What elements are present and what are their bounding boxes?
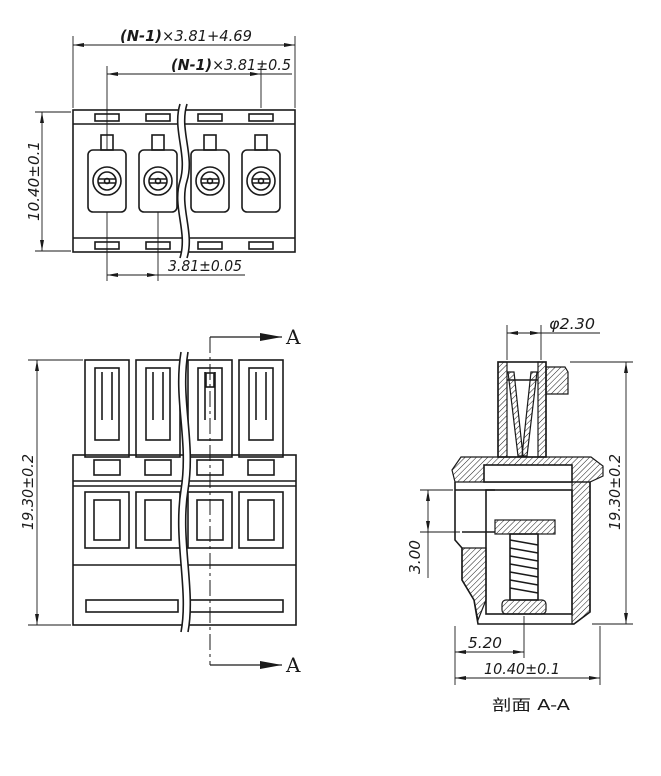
terminal-pin-2 — [138, 134, 178, 213]
lower-left-wall — [461, 547, 487, 623]
dim-factor: (N-1) — [120, 27, 162, 45]
terminal-pin-4 — [241, 134, 281, 213]
dim-text-wire-entry: 3.00 — [406, 540, 424, 574]
bottom-slot — [197, 241, 223, 250]
dim-text-depth: 10.40±0.1 — [484, 660, 560, 678]
break-line-left — [176, 103, 184, 259]
section-marker-top: A — [285, 325, 301, 349]
bottom-slot — [248, 241, 274, 250]
dim-text-pitch: 3.81±0.05 — [168, 257, 242, 275]
section-view: φ2.30 19.30±0.2 3.00 5.20 10.40±0.1 剖面 A… — [406, 315, 633, 714]
top-slot — [248, 113, 274, 122]
contact-spring-left — [507, 371, 524, 457]
bottom-rail-right — [189, 599, 284, 613]
dim-text-overall-length: (N-1)×3.81+4.69 — [120, 27, 252, 45]
front-view: A A 19.30±0.2 — [19, 325, 301, 677]
break-line-left — [177, 351, 185, 633]
dim-text-pin-span: (N-1)×3.81±0.5 — [171, 56, 291, 74]
plug-2 — [135, 359, 181, 549]
screw-head — [501, 599, 547, 615]
thread-line — [509, 571, 539, 578]
bottom-rail-left — [85, 599, 179, 613]
thread-line — [509, 539, 539, 546]
thread-line — [509, 547, 539, 554]
cap-cavity — [483, 464, 573, 483]
dim-formula: ×3.81+4.69 — [162, 27, 252, 45]
dim-text-height: 19.30±0.2 — [19, 454, 37, 530]
dim-formula: ×3.81±0.5 — [212, 56, 291, 74]
section-marker-bottom: A — [285, 653, 301, 677]
thread-line — [509, 579, 539, 586]
plug-4 — [238, 359, 284, 549]
plug-1 — [84, 359, 130, 549]
dim-text-height: 10.40±0.1 — [25, 141, 43, 221]
plug-wall-left — [497, 361, 508, 458]
terminal-pin-3 — [190, 134, 230, 213]
section-caption: 剖面 A-A — [492, 696, 571, 714]
screw-threads — [509, 539, 539, 594]
top-slot — [197, 113, 223, 122]
dim-text-height: 19.30±0.2 — [606, 454, 624, 530]
top-slot — [145, 113, 171, 122]
break-line-right — [183, 103, 191, 259]
dim-text-contact-diameter: φ2.30 — [549, 315, 595, 333]
top-view: (N-1)×3.81+4.69 (N-1)×3.81±0.5 10.40±0.1… — [25, 27, 296, 281]
thread-line — [509, 587, 539, 594]
break-line-right — [184, 351, 192, 633]
dim-factor: (N-1) — [171, 56, 212, 74]
right-wall — [571, 481, 591, 625]
thread-line — [509, 555, 539, 562]
clamp-plate — [494, 519, 556, 535]
plug-ear — [545, 366, 569, 395]
plug-wall-right — [537, 361, 547, 458]
dim-text-screw-offset: 5.20 — [468, 634, 502, 652]
contact-spring-right — [521, 371, 538, 457]
thread-line — [509, 563, 539, 570]
